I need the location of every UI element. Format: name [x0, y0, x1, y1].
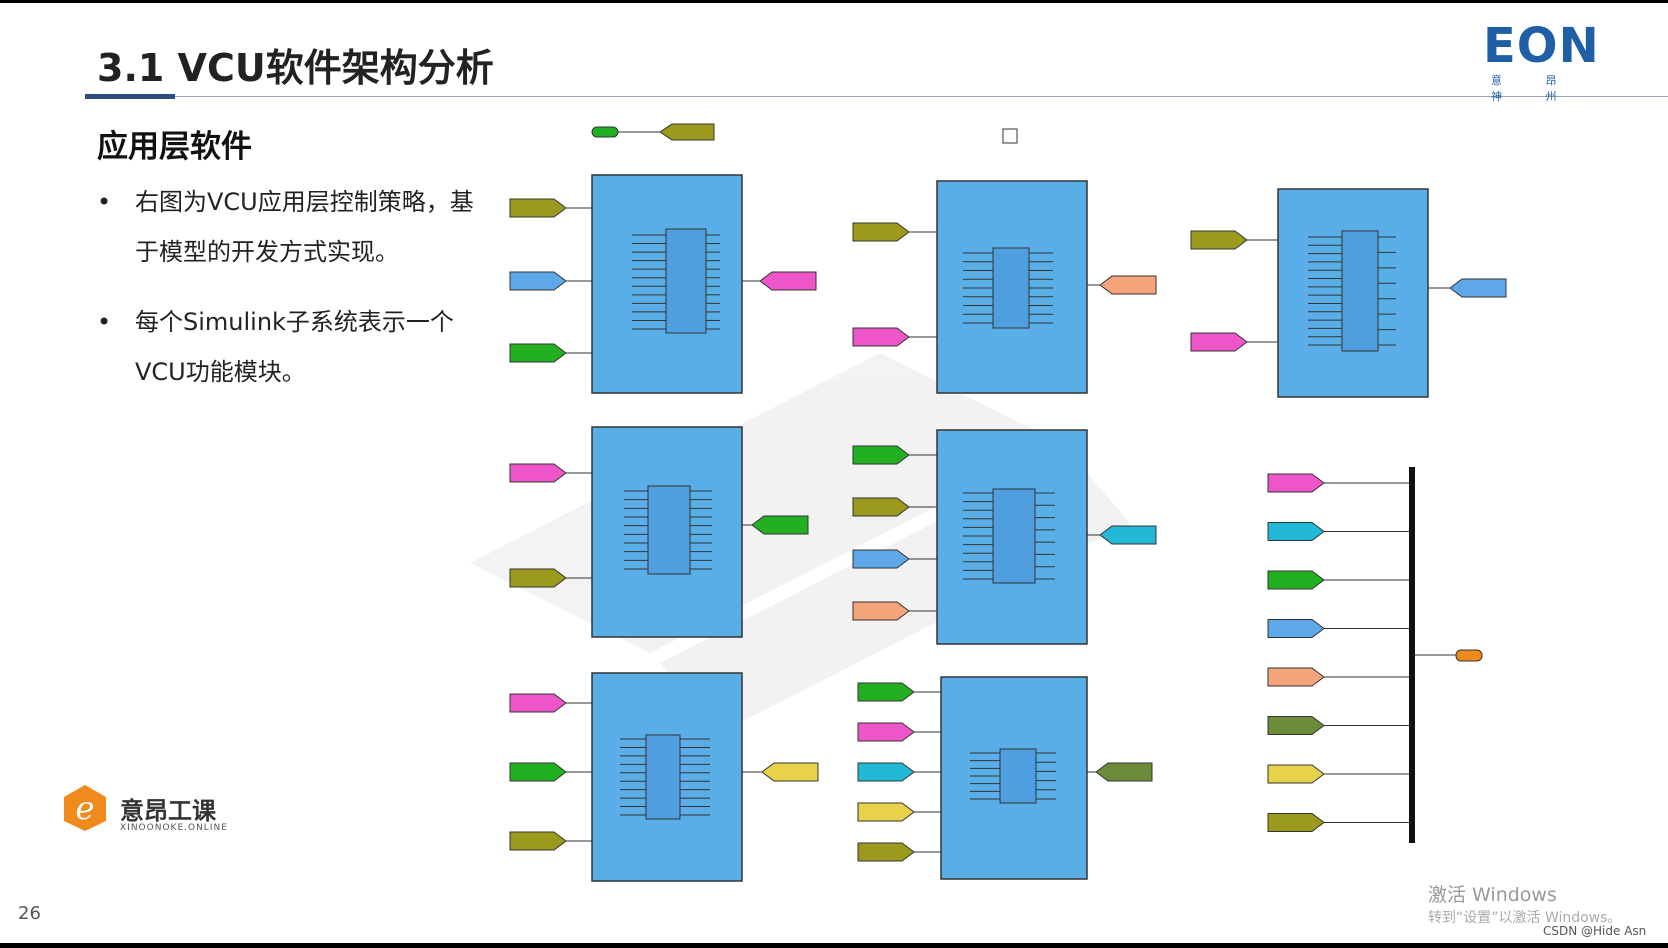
goto-from-tag[interactable]: [857, 842, 915, 862]
goto-from-tag[interactable]: [857, 722, 915, 742]
signal-ports: [509, 198, 1507, 862]
goto-from-tag[interactable]: [852, 445, 910, 465]
goto-from-tag[interactable]: [509, 463, 567, 483]
bullet-text: 右图为VCU应用层控制策略，基于模型的开发方式实现。: [135, 188, 474, 266]
goto-from-tag[interactable]: [857, 802, 915, 822]
subsystem-gsm[interactable]: [591, 426, 743, 638]
goto-from-tag[interactable]: [1190, 332, 1248, 352]
outport-block[interactable]: [1455, 649, 1483, 662]
bus-creator[interactable]: [1409, 467, 1415, 843]
goto-from-tag[interactable]: [857, 682, 915, 702]
title-divider: [85, 96, 1668, 97]
goto-from-tag[interactable]: [1267, 473, 1325, 493]
eon-logo-text: EON: [1483, 18, 1600, 74]
activation-watermark-title: 激活 Windows: [1428, 884, 1557, 906]
goto-from-tag[interactable]: [1267, 570, 1325, 590]
goto-from-tag[interactable]: [509, 693, 567, 713]
goto-tag[interactable]: [751, 515, 809, 535]
goto-tag[interactable]: [759, 271, 817, 291]
goto-from-tag[interactable]: [852, 222, 910, 242]
eon-logo-cn: 意 昂 神 州: [1491, 74, 1577, 103]
goto-from-tag[interactable]: [852, 327, 910, 347]
xinoonoke-logo-cn: 意昂工课: [120, 797, 216, 825]
goto-tag[interactable]: [1449, 278, 1507, 298]
goto-tag[interactable]: [1099, 275, 1157, 295]
csdn-credit: CSDN @Hide Asn: [1543, 924, 1647, 938]
bullet-dot: •: [97, 308, 112, 336]
goto-tag[interactable]: [1095, 762, 1153, 782]
goto-from-tag[interactable]: [509, 762, 567, 782]
small-block[interactable]: [1002, 128, 1018, 144]
subsystem-fdp[interactable]: [936, 429, 1088, 645]
goto-tag[interactable]: [1099, 525, 1157, 545]
subsystem-sfd[interactable]: [591, 174, 743, 394]
section-heading: 应用层软件: [97, 129, 252, 165]
goto-from-tag[interactable]: [509, 568, 567, 588]
slide: 3.1 VCU软件架构分析 EON 意 昂 神 州 应用层软件 • 右图为VCU…: [0, 3, 1668, 943]
goto-from-tag[interactable]: [852, 497, 910, 517]
goto-from-tag[interactable]: [1267, 764, 1325, 784]
slide-title: 3.1 VCU软件架构分析: [97, 46, 494, 90]
goto-tag[interactable]: [761, 762, 819, 782]
goto-from-tag[interactable]: [509, 198, 567, 218]
goto-from-tag[interactable]: [1190, 230, 1248, 250]
svg-text:e: e: [76, 789, 95, 827]
bullet-text: 每个Simulink子系统表示一个VCU功能模块。: [135, 308, 454, 386]
goto-from-tag[interactable]: [1267, 813, 1325, 832]
goto-from-tag[interactable]: [509, 271, 567, 291]
xinoonoke-logo: e 意昂工课 XINOONOKE.ONLINE: [60, 783, 240, 843]
subsystem-fer[interactable]: [591, 672, 743, 882]
xinoonoke-logo-en: XINOONOKE.ONLINE: [120, 823, 228, 833]
simulink-diagram: [470, 123, 1507, 882]
goto-from-tag[interactable]: [1267, 619, 1325, 638]
xinoonoke-logo-icon: e: [64, 785, 106, 831]
goto-from-tag[interactable]: [852, 549, 910, 569]
goto-from-tag[interactable]: [509, 831, 567, 851]
goto-from-tag[interactable]: [509, 343, 567, 363]
eon-logo: EON 意 昂 神 州: [1483, 18, 1618, 103]
activation-watermark-hint: 转到“设置”以激活 Windows。: [1428, 910, 1622, 926]
inport-block[interactable]: [591, 123, 715, 141]
goto-from-tag[interactable]: [1267, 716, 1325, 735]
goto-from-tag[interactable]: [857, 762, 915, 782]
subsystem-fif[interactable]: [1277, 188, 1429, 398]
goto-from-tag[interactable]: [1267, 522, 1325, 541]
bullet-dot: •: [97, 188, 112, 216]
subsystem-fcc[interactable]: [940, 676, 1088, 880]
page-number: 26: [18, 903, 41, 924]
title-divider-accent: [85, 94, 175, 99]
goto-from-tag[interactable]: [1267, 667, 1325, 687]
goto-from-tag[interactable]: [852, 601, 910, 621]
subsystem-vam[interactable]: [936, 180, 1088, 394]
